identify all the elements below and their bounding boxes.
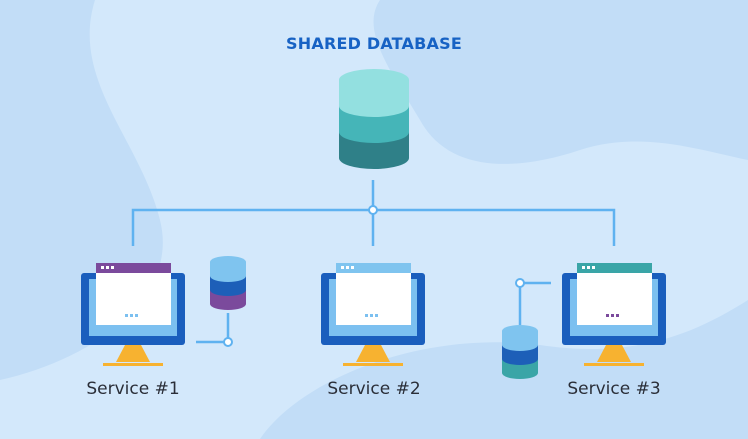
window-body: [336, 273, 411, 325]
connector-service-3-db: [518, 281, 551, 325]
service-2-label: Service #2: [327, 379, 421, 399]
window-control-dot: [582, 266, 585, 269]
monitor-neck: [116, 345, 150, 362]
window-content-dot: [606, 314, 609, 317]
service-1-label: Service #1: [86, 379, 180, 399]
window-content-dot: [130, 314, 133, 317]
window-content-dot: [370, 314, 373, 317]
background-blob-top-right: [373, 0, 748, 164]
window-content-dot: [365, 314, 368, 317]
window-title-bar: [336, 263, 411, 273]
monitor-neck: [356, 345, 390, 362]
window-title-bar: [96, 263, 171, 273]
window-control-dot: [592, 266, 595, 269]
window-body: [577, 273, 652, 325]
diagram-title: SHARED DATABASE: [286, 34, 462, 53]
database-layer-top: [210, 256, 246, 268]
window-control-dot: [587, 266, 590, 269]
database-layer-top: [339, 69, 409, 91]
window-control-dot: [111, 266, 114, 269]
window-control-dot: [341, 266, 344, 269]
window-content-dot: [125, 314, 128, 317]
service-3-label: Service #3: [567, 379, 661, 399]
monitor-icon-service-1: [81, 263, 185, 366]
connector-service-1-db: [196, 313, 230, 344]
monitor-icon-service-3: [562, 263, 666, 366]
service-3-database-icon: [502, 325, 538, 379]
window-control-dot: [101, 266, 104, 269]
window-control-dot: [351, 266, 354, 269]
monitor-icon-service-2: [321, 263, 425, 366]
monitor-base: [584, 363, 644, 366]
connector-junction-node: [368, 205, 378, 215]
shared-database-icon: [339, 69, 409, 169]
window-content-dot: [375, 314, 378, 317]
database-layer-top: [502, 325, 538, 337]
connector-node-service-3: [515, 278, 525, 288]
window-body: [96, 273, 171, 325]
monitor-neck: [597, 345, 631, 362]
window-title-bar: [577, 263, 652, 273]
window-content-dot: [616, 314, 619, 317]
connector-node-service-1: [223, 337, 233, 347]
monitor-base: [103, 363, 163, 366]
window-content-dot: [135, 314, 138, 317]
monitor-base: [343, 363, 403, 366]
service-1-database-icon: [210, 256, 246, 310]
window-control-dot: [346, 266, 349, 269]
window-control-dot: [106, 266, 109, 269]
window-content-dot: [611, 314, 614, 317]
